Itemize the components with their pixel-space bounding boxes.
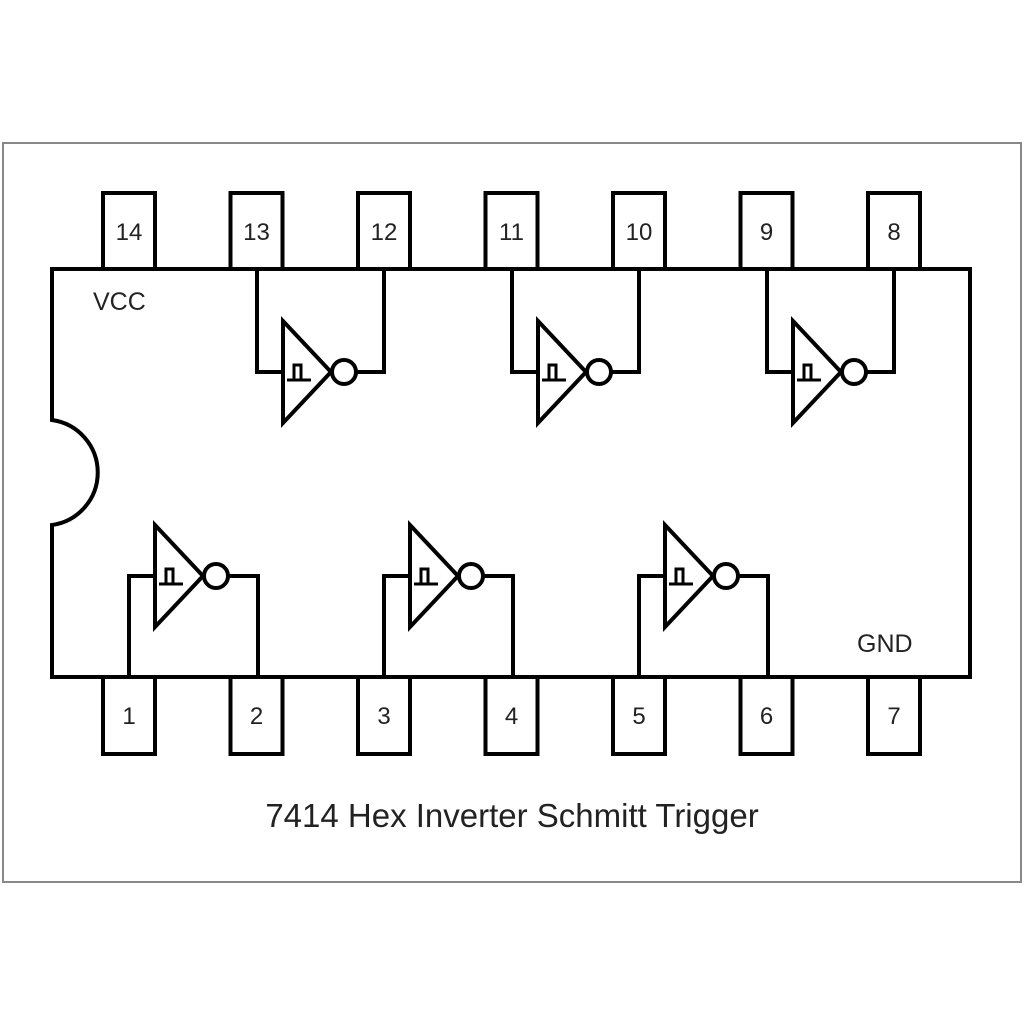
pin-number: 5	[632, 703, 645, 730]
inverter-triangle	[536, 315, 589, 429]
pin-number: 8	[887, 219, 900, 246]
hysteresis-icon	[669, 567, 693, 586]
inverter-triangle	[408, 519, 461, 633]
pin-number: 13	[243, 219, 270, 246]
pin-5	[611, 675, 667, 756]
inverter-triangle	[281, 315, 334, 429]
hysteresis-icon	[542, 363, 566, 382]
gnd-label: GND	[857, 630, 913, 658]
output-wire	[866, 269, 896, 374]
pin-8	[866, 191, 922, 271]
pin-number: 11	[499, 219, 524, 246]
output-wire	[738, 574, 770, 677]
input-wire	[510, 269, 538, 374]
output-wire	[228, 574, 260, 677]
input-wire	[127, 574, 155, 677]
input-wire	[255, 269, 283, 374]
pin-number: 6	[760, 703, 773, 730]
pin-number: 9	[760, 219, 773, 246]
input-wire	[637, 574, 665, 677]
pin-number: 2	[250, 703, 263, 730]
pin-number: 10	[626, 219, 653, 246]
schmitt-inverter-gate	[637, 519, 770, 677]
pin-number: 7	[887, 703, 900, 730]
pin-4	[483, 675, 540, 756]
pin-1	[101, 675, 157, 756]
pin-3	[356, 675, 412, 756]
vcc-label: VCC	[93, 288, 146, 316]
schmitt-inverter-gate	[765, 269, 896, 429]
hysteresis-icon	[414, 567, 438, 586]
pin-number: 4	[505, 703, 518, 730]
schmitt-inverter-gate	[127, 519, 260, 677]
output-wire	[483, 574, 515, 677]
pin-number: 1	[122, 703, 135, 730]
inverter-triangle	[153, 519, 206, 633]
schmitt-inverter-gate	[510, 269, 641, 429]
pin-number: 12	[371, 219, 398, 246]
schmitt-inverter-gate	[382, 519, 515, 677]
inverter-triangle	[791, 315, 844, 429]
output-wire	[356, 269, 386, 374]
hysteresis-icon	[287, 363, 311, 382]
inverter-triangle	[663, 519, 716, 633]
schmitt-inverter-gate	[255, 269, 386, 429]
input-wire	[382, 574, 410, 677]
output-wire	[611, 269, 641, 374]
pin-10	[611, 191, 667, 271]
input-wire	[765, 269, 793, 374]
pin-12	[356, 191, 412, 271]
pin-number: 3	[377, 703, 390, 730]
diagram-title: 7414 Hex Inverter Schmitt Trigger	[265, 797, 758, 834]
hysteresis-icon	[159, 567, 183, 586]
pin-7	[866, 675, 922, 756]
pin-number: 14	[116, 219, 143, 246]
hysteresis-icon	[797, 363, 821, 382]
